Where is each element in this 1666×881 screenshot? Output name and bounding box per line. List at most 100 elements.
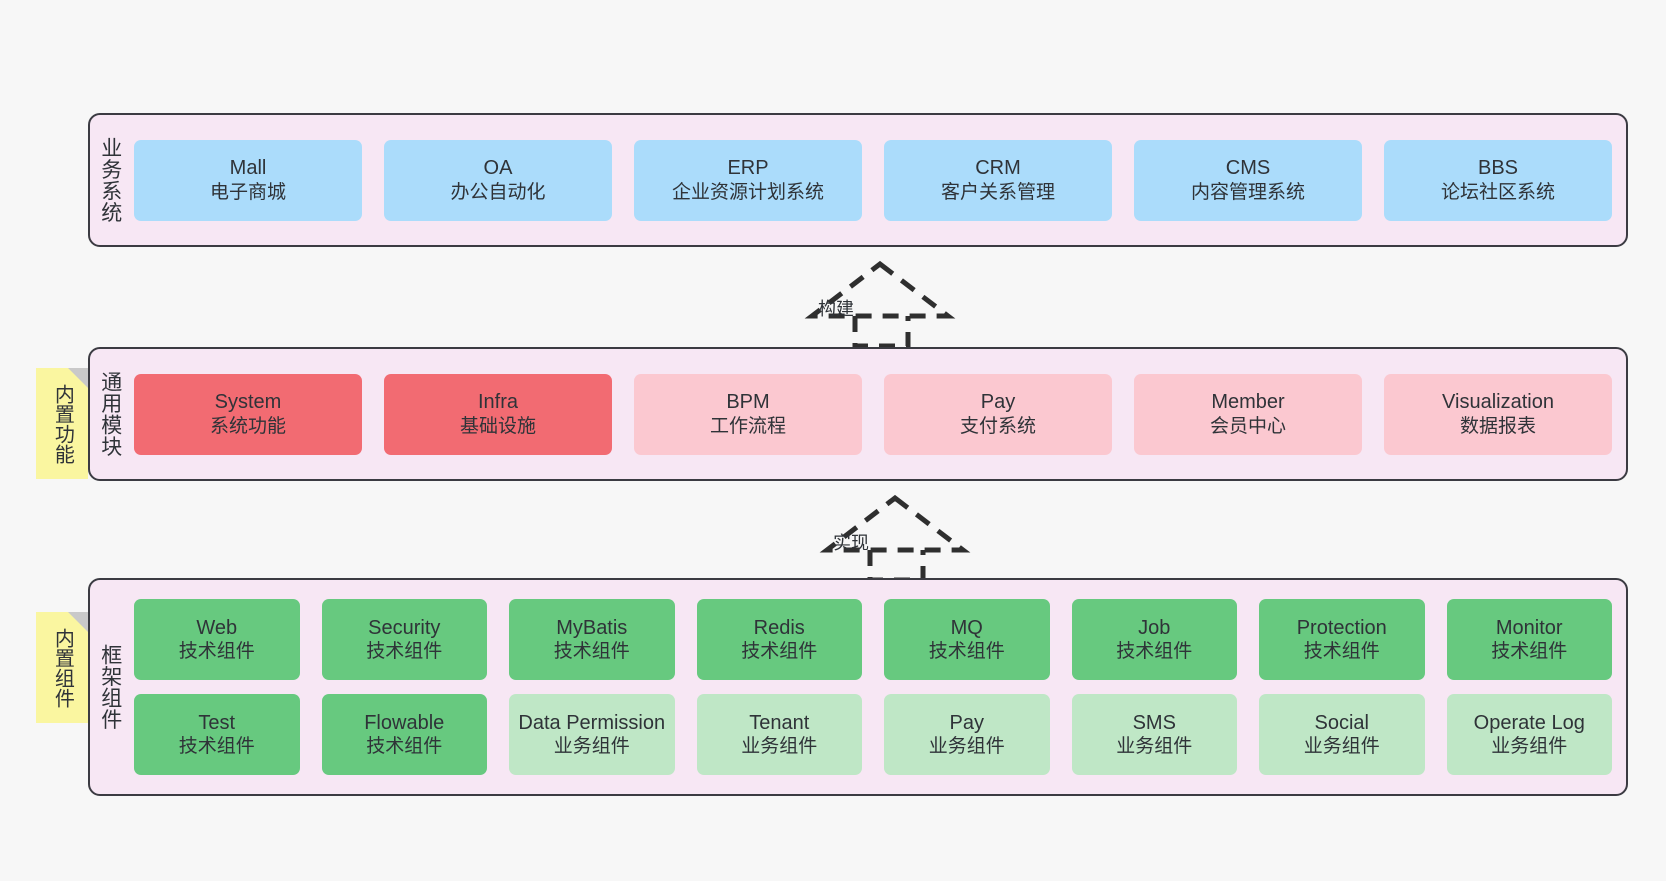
arrow-implement — [775, 492, 975, 583]
node-cms[interactable]: CMS 内容管理系统 — [1134, 139, 1362, 221]
node-title-en: Pay — [949, 711, 984, 734]
arrow-stem — [867, 550, 926, 583]
node-infra[interactable]: Infra 基础设施 — [384, 373, 612, 455]
node-row: Mall 电子商城 OA 办公自动化 ERP 企业资源计划系统 CRM 客户关系… — [134, 139, 1612, 221]
node-title-cn: 技术组件 — [178, 736, 255, 758]
node-protection[interactable]: Protection 技术组件 — [1259, 599, 1425, 680]
node-title-en: Monitor — [1495, 616, 1563, 639]
node-row: Web 技术组件 Security 技术组件 MyBatis 技术组件 Redi… — [134, 599, 1612, 680]
note-fold-corner-icon — [68, 612, 88, 632]
note-fold-corner-icon — [68, 368, 88, 388]
node-title-en: Data Permission — [518, 711, 666, 734]
node-title-en: Infra — [477, 391, 519, 414]
node-title-en: Job — [1138, 616, 1171, 639]
layer-framework-components: 框架组件 Web 技术组件 Security 技术组件 MyBatis 技术组件… — [88, 578, 1628, 796]
arrow-build — [760, 258, 960, 349]
node-title-cn: 技术组件 — [741, 641, 818, 663]
layer-body-business-systems: Mall 电子商城 OA 办公自动化 ERP 企业资源计划系统 CRM 客户关系… — [130, 115, 1626, 245]
node-bbs[interactable]: BBS 论坛社区系统 — [1384, 139, 1612, 221]
layer-body-common-modules: System 系统功能 Infra 基础设施 BPM 工作流程 Pay 支付系统… — [130, 349, 1626, 479]
note-label: 内置功能 — [51, 383, 74, 464]
node-title-en: Social — [1314, 711, 1369, 734]
arrow-head-triangle — [819, 494, 971, 553]
node-member[interactable]: Member 会员中心 — [1134, 373, 1362, 455]
node-monitor[interactable]: Monitor 技术组件 — [1446, 599, 1612, 680]
node-title-en: SMS — [1132, 711, 1176, 734]
node-title-cn: 业务组件 — [1303, 736, 1380, 758]
node-title-cn: 技术组件 — [1303, 641, 1380, 663]
arrow-label-build: 构建 — [818, 299, 854, 319]
note-label: 内置组件 — [51, 627, 74, 708]
node-web[interactable]: Web 技术组件 — [134, 599, 300, 680]
node-title-cn: 技术组件 — [553, 641, 630, 663]
node-title-en: CRM — [975, 157, 1021, 180]
layer-common-modules: 通用模块 System 系统功能 Infra 基础设施 BPM 工作流程 Pay… — [88, 347, 1628, 481]
node-title-en: Mall — [229, 157, 267, 180]
node-job[interactable]: Job 技术组件 — [1071, 599, 1237, 680]
node-title-cn: 业务组件 — [1491, 736, 1568, 758]
node-tenant[interactable]: Tenant 业务组件 — [696, 694, 862, 775]
node-title-en: OA — [483, 157, 513, 180]
node-pay-module[interactable]: Pay 支付系统 — [884, 373, 1112, 455]
node-title-cn: 论坛社区系统 — [1440, 181, 1555, 203]
node-title-cn: 工作流程 — [709, 415, 786, 437]
node-social[interactable]: Social 业务组件 — [1259, 694, 1425, 775]
node-title-cn: 技术组件 — [366, 736, 443, 758]
node-title-en: MQ — [950, 616, 983, 639]
node-title-cn: 内容管理系统 — [1190, 181, 1305, 203]
node-title-en: Flowable — [364, 711, 445, 734]
layer-title-common-modules: 通用模块 — [98, 371, 122, 457]
layer-body-framework-components: Web 技术组件 Security 技术组件 MyBatis 技术组件 Redi… — [130, 580, 1626, 794]
node-sms[interactable]: SMS 业务组件 — [1071, 694, 1237, 775]
node-title-cn: 数据报表 — [1459, 415, 1536, 437]
node-flowable[interactable]: Flowable 技术组件 — [321, 694, 487, 775]
node-title-cn: 技术组件 — [178, 641, 255, 663]
node-mybatis[interactable]: MyBatis 技术组件 — [509, 599, 675, 680]
arrow-head-triangle — [804, 260, 956, 319]
note-built-in-function: 内置功能 — [36, 368, 88, 479]
node-title-en: Protection — [1296, 616, 1387, 639]
node-title-en: ERP — [727, 157, 769, 180]
node-title-cn: 技术组件 — [1116, 641, 1193, 663]
node-mall[interactable]: Mall 电子商城 — [134, 139, 362, 221]
node-title-cn: 支付系统 — [959, 415, 1036, 437]
node-title-en: Security — [368, 616, 441, 639]
node-redis[interactable]: Redis 技术组件 — [696, 599, 862, 680]
node-title-cn: 业务组件 — [1116, 736, 1193, 758]
node-title-cn: 技术组件 — [1491, 641, 1568, 663]
node-row: Test 技术组件 Flowable 技术组件 Data Permission … — [134, 694, 1612, 775]
node-security[interactable]: Security 技术组件 — [321, 599, 487, 680]
node-oa[interactable]: OA 办公自动化 — [384, 139, 612, 221]
node-title-en: Visualization — [1442, 391, 1554, 414]
node-title-en: Redis — [753, 616, 805, 639]
node-title-en: CMS — [1225, 157, 1271, 180]
node-title-en: BPM — [726, 391, 770, 414]
node-erp[interactable]: ERP 企业资源计划系统 — [634, 139, 862, 221]
node-title-cn: 业务组件 — [553, 736, 630, 758]
node-title-en: Member — [1211, 391, 1285, 414]
layer-title-business-systems: 业务系统 — [98, 137, 122, 223]
node-title-en: System — [214, 391, 282, 414]
layer-business-systems: 业务系统 Mall 电子商城 OA 办公自动化 ERP 企业资源计划系统 CRM… — [88, 113, 1628, 247]
node-title-cn: 技术组件 — [366, 641, 443, 663]
node-title-cn: 会员中心 — [1209, 415, 1286, 437]
node-title-cn: 基础设施 — [459, 415, 536, 437]
node-title-cn: 业务组件 — [928, 736, 1005, 758]
node-crm[interactable]: CRM 客户关系管理 — [884, 139, 1112, 221]
node-title-en: Web — [196, 616, 238, 639]
node-title-cn: 企业资源计划系统 — [671, 181, 824, 203]
node-test[interactable]: Test 技术组件 — [134, 694, 300, 775]
node-visualization[interactable]: Visualization 数据报表 — [1384, 373, 1612, 455]
node-title-en: MyBatis — [556, 616, 628, 639]
node-bpm[interactable]: BPM 工作流程 — [634, 373, 862, 455]
node-title-cn: 业务组件 — [741, 736, 818, 758]
arrow-stem — [852, 316, 911, 349]
node-system[interactable]: System 系统功能 — [134, 373, 362, 455]
node-data-permission[interactable]: Data Permission 业务组件 — [509, 694, 675, 775]
node-operate-log[interactable]: Operate Log 业务组件 — [1446, 694, 1612, 775]
node-pay-component[interactable]: Pay 业务组件 — [884, 694, 1050, 775]
node-mq[interactable]: MQ 技术组件 — [884, 599, 1050, 680]
node-title-cn: 办公自动化 — [450, 181, 546, 203]
node-title-en: Operate Log — [1473, 711, 1585, 734]
